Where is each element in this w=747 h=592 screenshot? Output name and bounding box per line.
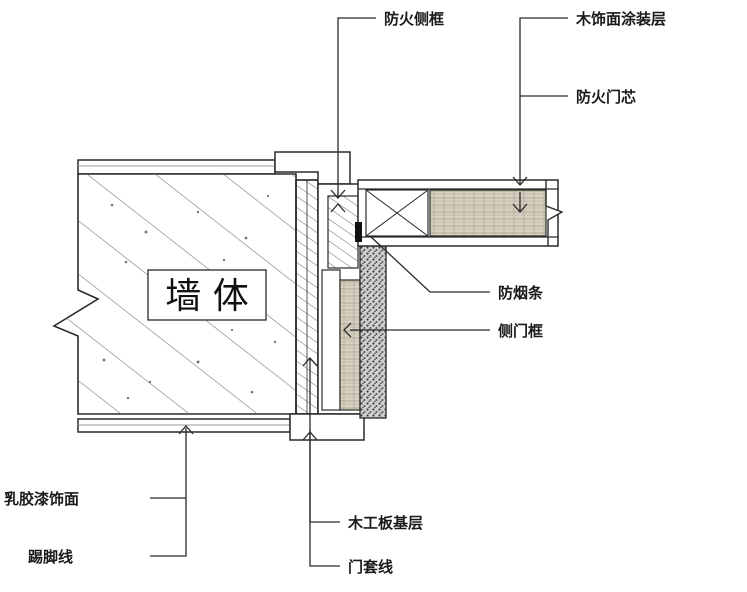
label-latex-paint-finish: 乳胶漆饰面 (4, 490, 79, 508)
label-wood-finish-coating: 木饰面涂装层 (575, 10, 666, 28)
fire-door-leaf (355, 179, 564, 247)
label-skirting-line: 踢脚线 (28, 548, 73, 566)
callout-labels: 防火侧框 木饰面涂装层 防火门芯 防烟条 侧门框 乳胶漆饰面 踢脚线 木工板基层… (4, 10, 666, 576)
wall-label: 墙 体 (165, 276, 248, 317)
leader-lines (150, 17, 568, 567)
label-wood-board-base: 木工板基层 (347, 514, 423, 532)
label-fire-side-frame: 防火侧框 (384, 10, 444, 28)
label-smoke-seal-strip: 防烟条 (498, 284, 544, 302)
label-door-casing-line: 门套线 (348, 558, 393, 576)
stippled-infill (359, 235, 387, 419)
side-door-frame (274, 151, 365, 441)
label-side-door-frame: 侧门框 (498, 322, 543, 340)
wall-body: 墙 体 (52, 159, 297, 433)
wood-board-base-layer (295, 179, 319, 415)
label-fire-door-core: 防火门芯 (576, 88, 636, 106)
